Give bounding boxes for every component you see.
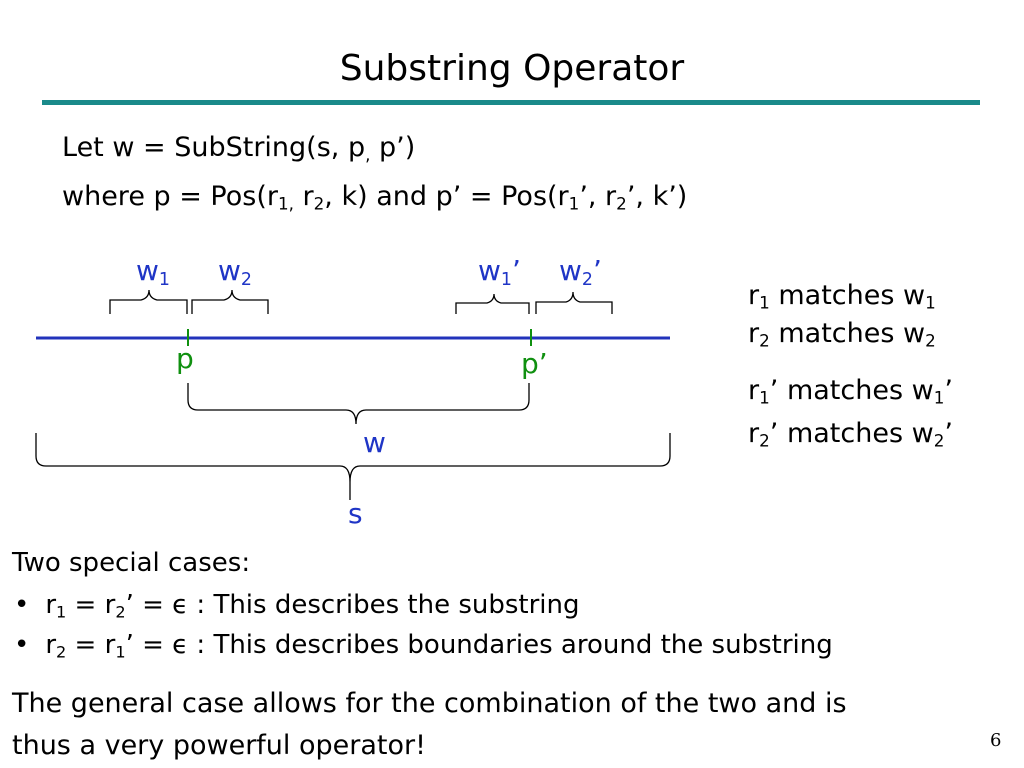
r2-subscript: 2 — [313, 193, 325, 214]
w2-label: w2 — [218, 254, 252, 290]
definition-line-2-lead: where p = Pos(r — [62, 181, 278, 212]
match-w-sub: 2 — [925, 330, 936, 351]
match-text: matches w — [769, 280, 926, 311]
match-r-prime: ’ — [769, 418, 779, 449]
definition-line-2-tail: ’, k’) — [626, 181, 688, 212]
w2-base: w — [218, 254, 241, 287]
w-label: w — [363, 426, 386, 459]
match-r: r — [748, 375, 760, 406]
w1-prime-label: w1’ — [478, 254, 521, 290]
match-r-sub: 2 — [759, 330, 770, 351]
case2-a: r — [45, 630, 57, 660]
case1-a-sub: 1 — [56, 602, 67, 622]
case2-tail: ’ = — [125, 630, 173, 660]
slide-title: Substring Operator — [339, 48, 685, 89]
r1-prime-subscript: 1 — [568, 193, 580, 214]
conclusion-paragraph: The general case allows for the combinat… — [12, 683, 847, 767]
w1p-base: w — [478, 254, 501, 287]
conclusion-line-2: thus a very powerful operator! — [12, 730, 426, 761]
definition-line-1-lead: Let w = SubString(s, p — [62, 132, 366, 163]
p-prime-label: p’ — [521, 347, 548, 380]
match-r-sub: 1 — [759, 292, 770, 313]
match-w-prime: ’ — [944, 418, 953, 449]
match-w-sub: 2 — [933, 430, 945, 451]
match-rule-1: r1 matches w1 — [748, 280, 936, 313]
case1-desc: : This describes the substring — [188, 590, 580, 620]
match-rule-4: r2’ matches w2’ — [748, 418, 953, 451]
w2p-base: w — [559, 254, 582, 287]
w-brace — [187, 383, 530, 425]
bullet-icon: • — [14, 630, 30, 660]
special-cases-heading: Two special cases: — [12, 548, 251, 578]
case1-mid: = r — [66, 590, 116, 620]
definition-line-1-tail: p’) — [370, 132, 416, 163]
match-r: r — [748, 418, 760, 449]
w1-brace — [109, 289, 188, 314]
match-w-prime: ’ — [944, 375, 953, 406]
w2-brace — [191, 289, 269, 314]
match-rule-3: r1’ matches w1’ — [748, 375, 953, 408]
match-rule-2: r2 matches w2 — [748, 318, 936, 351]
definition-line-2-mid3: ’, r — [579, 181, 617, 212]
case2-mid: = r — [66, 630, 116, 660]
definition-line-2: where p = Pos(r1, r2, k) and p’ = Pos(r1… — [62, 181, 687, 214]
match-r-sub: 1 — [759, 387, 770, 408]
special-case-2: • r2 = r1’ = ϵ : This describes boundarie… — [14, 630, 833, 662]
match-text: matches w — [778, 375, 934, 406]
definition-line-1-sub: , — [365, 144, 371, 165]
case1-tail: ’ = — [125, 590, 173, 620]
w1p-sub: 1 — [500, 269, 512, 290]
w1-prime-brace — [455, 293, 530, 314]
bullet-icon: • — [14, 590, 30, 620]
title-divider — [42, 100, 980, 105]
page-number: 6 — [990, 730, 1002, 751]
r2-prime-subscript: 2 — [616, 193, 627, 214]
s-label: s — [348, 497, 363, 530]
w1-base: w — [136, 254, 159, 287]
definition-line-2-mid2: , k) and p’ = Pos(r — [324, 181, 569, 212]
r1-subscript: 1, — [277, 193, 294, 214]
match-r: r — [748, 318, 760, 349]
match-text: matches w — [769, 318, 926, 349]
case1-a: r — [45, 590, 57, 620]
match-r-sub: 2 — [759, 430, 770, 451]
p-label: p — [176, 342, 194, 375]
case1-b-sub: 2 — [115, 602, 126, 622]
match-r: r — [748, 280, 760, 311]
epsilon-symbol: ϵ — [172, 630, 189, 660]
match-w-sub: 1 — [933, 387, 945, 408]
w2-prime-label: w2’ — [559, 254, 602, 290]
w2p-sub: 2 — [581, 269, 593, 290]
match-w-sub: 1 — [925, 292, 936, 313]
special-case-1: • r1 = r2’ = ϵ : This describes the subst… — [14, 590, 580, 622]
match-r-prime: ’ — [769, 375, 779, 406]
case2-b-sub: 1 — [115, 642, 126, 662]
w1p-prime: ’ — [511, 254, 521, 287]
case2-a-sub: 2 — [56, 642, 67, 662]
definition-line-1: Let w = SubString(s, p, p’) — [62, 132, 415, 165]
match-text: matches w — [778, 418, 934, 449]
w1-sub: 1 — [158, 269, 170, 290]
case2-desc: : This describes boundaries around the s… — [188, 630, 833, 660]
epsilon-symbol: ϵ — [172, 590, 189, 620]
w2p-prime: ’ — [592, 254, 602, 287]
w1-label: w1 — [136, 254, 170, 290]
definition-line-2-mid1: r — [293, 181, 314, 212]
conclusion-line-1: The general case allows for the combinat… — [12, 688, 847, 719]
w2-sub: 2 — [240, 269, 252, 290]
w2-prime-brace — [535, 291, 613, 314]
s-brace — [35, 433, 671, 500]
